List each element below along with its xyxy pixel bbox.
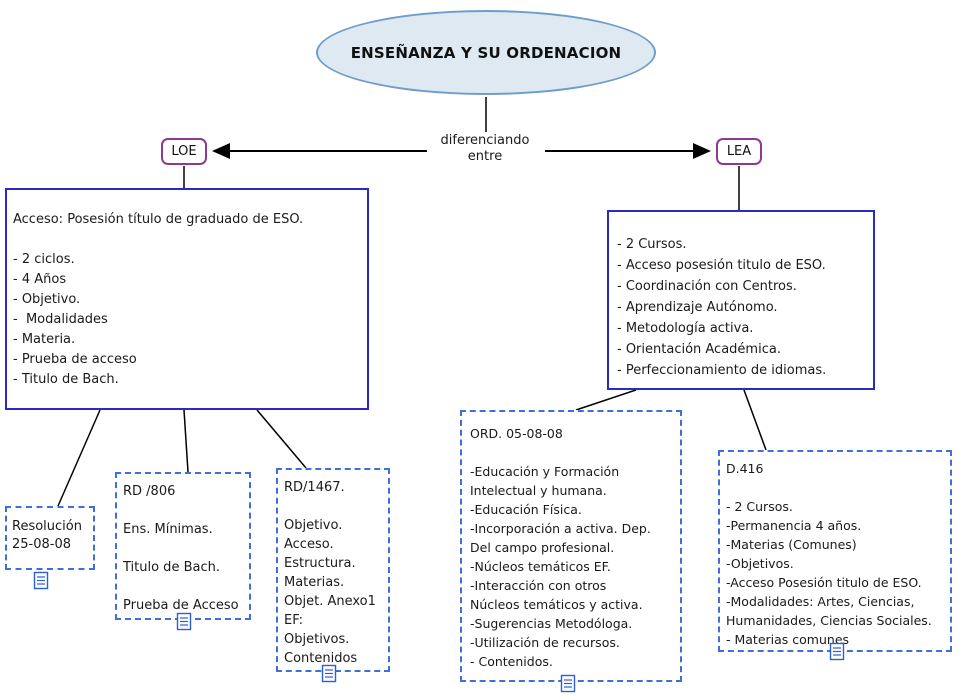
document-icon	[33, 571, 49, 590]
root-node[interactable]: ENSEÑANZA Y SU ORDENACION	[316, 10, 656, 95]
resource-icon-resolucion[interactable]	[33, 571, 50, 590]
resource-icon-rd806[interactable]	[176, 612, 193, 631]
node-lea-detail[interactable]: - 2 Cursos. - Acceso posesión titulo de …	[607, 210, 875, 390]
document-icon	[829, 642, 845, 661]
node-d416[interactable]: D.416 - 2 Cursos. -Permanencia 4 años. -…	[718, 450, 952, 652]
node-loe-detail[interactable]: Acceso: Posesión título de graduado de E…	[5, 188, 369, 410]
resource-icon-ord[interactable]	[560, 674, 577, 693]
resource-icon-rd1467[interactable]	[321, 664, 338, 683]
node-ord-05-08-08[interactable]: ORD. 05-08-08 -Educación y Formación Int…	[460, 410, 682, 682]
resource-icon-d416[interactable]	[829, 642, 846, 661]
loe-to-rd806-line	[183, 409, 189, 473]
document-icon	[321, 664, 337, 683]
node-loe[interactable]: LOE	[161, 138, 207, 165]
loe-to-rd1467-line	[256, 409, 307, 469]
document-icon	[176, 612, 192, 631]
lea-to-d416-line	[743, 389, 767, 451]
document-icon	[560, 674, 576, 693]
node-rd806[interactable]: RD /806 Ens. Mínimas. Titulo de Bach. Pr…	[115, 472, 251, 620]
node-rd1467[interactable]: RD/1467. Objetivo. Acceso. Estructura. M…	[276, 468, 390, 672]
root-node-label: ENSEÑANZA Y SU ORDENACION	[350, 43, 622, 62]
lea-to-ord-line	[575, 389, 637, 411]
node-lea[interactable]: LEA	[716, 138, 762, 165]
linking-phrase[interactable]: diferenciando entre	[440, 133, 530, 164]
node-resolucion[interactable]: Resolución 25-08-08	[5, 506, 95, 570]
loe-to-resolucion-line	[57, 409, 101, 507]
